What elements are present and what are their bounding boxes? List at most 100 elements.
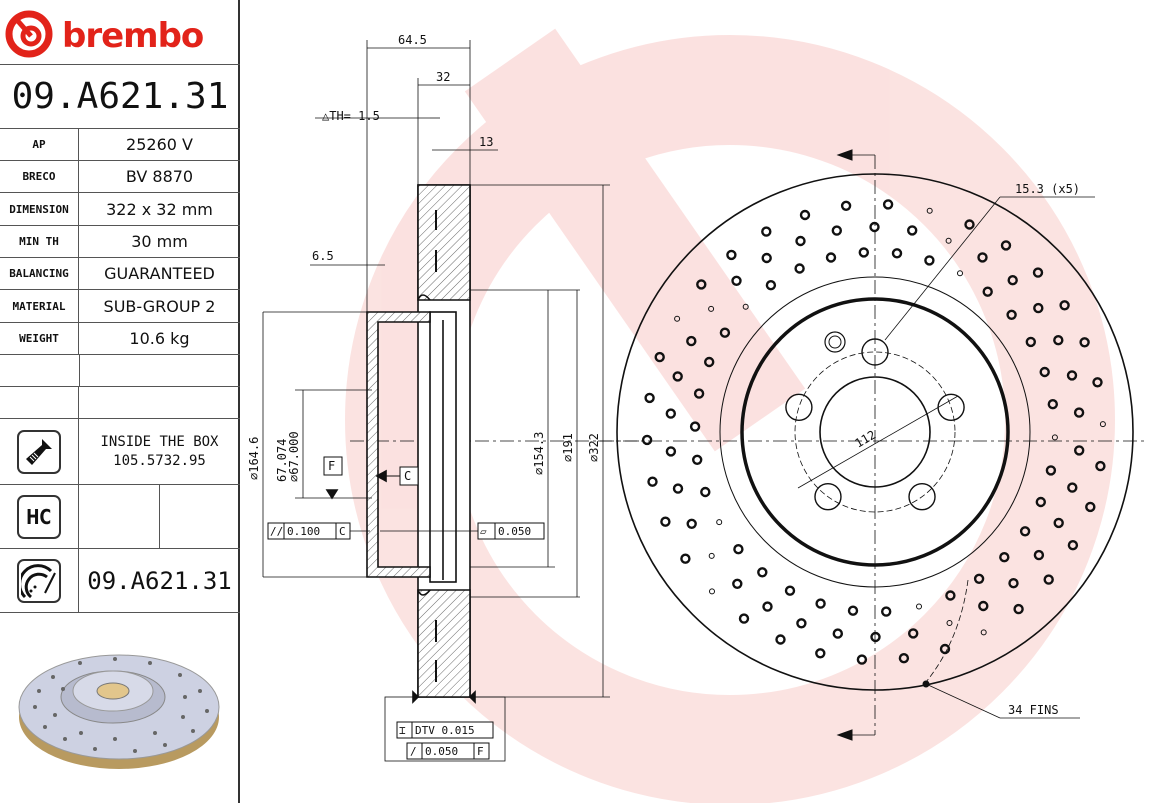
screw-icon xyxy=(17,429,61,474)
drill-holes xyxy=(641,199,1106,665)
spec-row: WEIGHT 10.6 kg xyxy=(0,323,240,355)
spec-value: BV 8870 xyxy=(125,167,194,186)
drill-hole xyxy=(708,305,715,312)
drill-hole xyxy=(692,454,703,465)
drill-hole xyxy=(982,286,993,297)
drill-hole xyxy=(1074,445,1085,456)
spec-value: 10.6 kg xyxy=(129,329,190,348)
svg-text:C: C xyxy=(339,525,346,538)
drill-hole xyxy=(719,327,731,338)
flatness-tolerance: ▱ 0.050 xyxy=(477,522,545,540)
drill-hole xyxy=(907,225,918,236)
drill-hole xyxy=(825,252,837,263)
drill-hole xyxy=(973,573,985,584)
drill-hole xyxy=(1066,370,1078,381)
drill-hole xyxy=(870,631,881,643)
spec-value: GUARANTEED xyxy=(104,264,215,283)
drill-hole xyxy=(1025,336,1036,348)
drill-hole xyxy=(1045,465,1057,476)
drill-hole xyxy=(672,483,684,494)
drill-hole xyxy=(708,552,715,559)
drill-hole xyxy=(957,270,963,277)
section-view xyxy=(262,40,640,762)
drill-hole xyxy=(654,351,665,363)
drill-hole xyxy=(1008,578,1019,589)
center-bore xyxy=(819,376,931,488)
dim-th: △TH= 1.5 xyxy=(322,109,380,123)
drill-hole xyxy=(908,628,919,639)
drill-hole xyxy=(647,476,658,487)
drill-hole xyxy=(898,653,910,664)
brembo-watermark xyxy=(345,28,1115,803)
drill-hole xyxy=(731,275,742,286)
dim-6-5: 6.5 xyxy=(312,249,334,263)
dim-67-000: ⌀67.000 xyxy=(287,431,301,482)
coated-part-number: 09.A621.31 xyxy=(87,566,232,595)
drill-hole xyxy=(761,252,772,264)
drill-hole xyxy=(858,247,869,258)
drill-hole xyxy=(1053,335,1064,346)
spec-value: 25260 V xyxy=(126,135,193,154)
svg-text:F: F xyxy=(477,745,484,758)
logo-row: brembo xyxy=(0,0,240,65)
drill-hole xyxy=(738,613,750,624)
hat-edge xyxy=(740,297,1010,567)
hc-badge-icon: HC xyxy=(17,494,61,539)
drill-hole xyxy=(869,221,880,233)
drill-hole xyxy=(726,249,737,261)
svg-text:brembo: brembo xyxy=(62,16,203,56)
drill-hole xyxy=(1013,603,1024,615)
drill-hole xyxy=(1092,377,1103,388)
drill-hole xyxy=(924,255,935,266)
drill-hole xyxy=(1000,240,1012,251)
dim-154-3: ⌀154.3 xyxy=(532,432,546,475)
drill-hole xyxy=(762,601,773,612)
drill-hole xyxy=(1085,501,1096,513)
svg-text:0.050: 0.050 xyxy=(425,745,458,758)
drill-hole xyxy=(1035,496,1046,508)
section-dimensions: 64.5 32 △TH= 1.5 13 6.5 ⌀164.6 67.074 ⌀6… xyxy=(247,33,601,760)
drill-hole xyxy=(674,315,681,322)
spec-label: WEIGHT xyxy=(0,323,79,354)
drill-hole xyxy=(1047,399,1058,410)
dim-13: 13 xyxy=(479,135,493,149)
drill-hole xyxy=(964,219,975,230)
drill-hole xyxy=(686,518,697,529)
svg-text:▱: ▱ xyxy=(480,525,487,538)
datum-f: F xyxy=(328,459,335,473)
hc-row: HC xyxy=(0,485,240,549)
drill-hole xyxy=(1007,275,1018,286)
drill-hole xyxy=(757,567,768,578)
coated-row: 09.A621.31 xyxy=(0,549,240,613)
svg-text:0.100: 0.100 xyxy=(287,525,320,538)
spec-value: 322 x 32 mm xyxy=(106,199,213,219)
drill-hole xyxy=(815,648,826,659)
drill-hole xyxy=(882,199,894,210)
drill-hole xyxy=(815,598,826,609)
dim-164-6: ⌀164.6 xyxy=(247,437,261,480)
drill-hole xyxy=(856,654,868,665)
spec-label: MIN TH xyxy=(0,226,79,257)
drill-hole xyxy=(680,553,691,564)
spec-label: MATERIAL xyxy=(0,290,79,322)
bolt-hole xyxy=(908,483,936,511)
inside-box-part-number: 105.5732.95 xyxy=(113,452,206,469)
inside-box-row: INSIDE THE BOX 105.5732.95 xyxy=(0,419,240,485)
part-number: 09.A621.31 xyxy=(0,65,240,129)
drill-hole xyxy=(716,519,723,526)
dim-67-074: 67.074 xyxy=(275,439,289,482)
drill-hole xyxy=(696,279,707,290)
spec-value: 30 mm xyxy=(131,232,188,251)
drill-hole xyxy=(1099,421,1106,428)
svg-text:0.050: 0.050 xyxy=(498,525,531,538)
parallelism-tolerance: // 0.100 C xyxy=(267,522,351,540)
dim-322: ⌀322 xyxy=(587,433,601,462)
drill-hole xyxy=(1033,549,1045,561)
drill-hole xyxy=(693,388,705,399)
drill-hole xyxy=(794,263,805,274)
drill-hole xyxy=(891,248,903,259)
drill-hole xyxy=(1006,309,1017,320)
svg-text:⌶: ⌶ xyxy=(399,724,406,737)
